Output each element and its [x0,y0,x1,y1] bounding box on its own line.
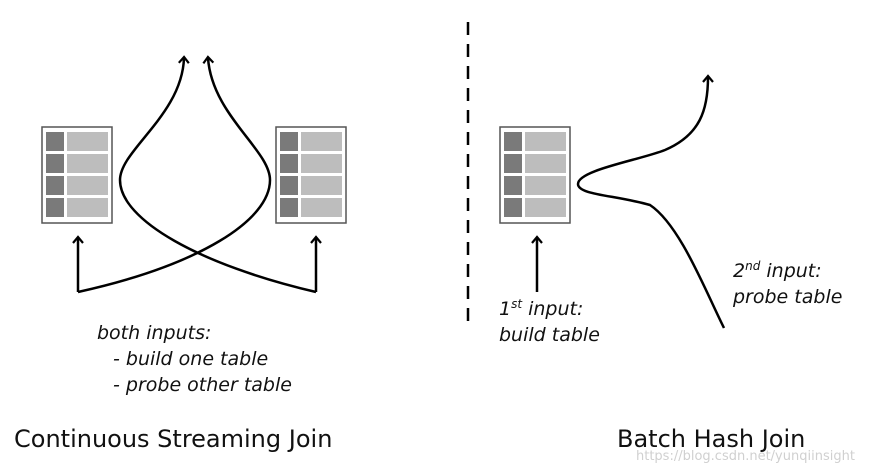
table-value-cell [67,132,108,151]
table-value-cell [301,176,342,195]
table-value-cell [525,198,566,217]
second-input-word: input: [766,260,822,282]
table-value-cell [301,154,342,173]
caption-batch-hash-join: Batch Hash Join [617,425,806,453]
second-input-suffix: nd [745,259,761,273]
stream-curve-left-to-right [77,55,272,294]
table-value-cell [301,198,342,217]
table-value-cell [525,132,566,151]
table-value-cell [67,154,108,173]
table-key-cell [280,154,298,173]
build-one-table-item: - build one table [113,348,269,370]
first-input-label: 1st input: build table [499,296,600,348]
second-input-table: probe table [733,286,843,308]
hash-table-build [499,126,571,224]
table-key-cell [280,176,298,195]
table-value-cell [67,176,108,195]
table-key-cell [504,132,522,151]
first-input-word: input: [528,298,584,320]
table-key-cell [504,154,522,173]
both-inputs-note: both inputs: - build one table - probe o… [97,320,292,398]
first-input-suffix: st [511,297,523,311]
table-value-cell [525,176,566,195]
second-input-label: 2nd input: probe table [733,258,842,310]
first-input-ordinal: 1 [499,298,512,320]
both-inputs-heading: both inputs: [97,322,212,344]
watermark: https://blog.csdn.net/yunqiinsight [636,449,855,464]
table-key-cell [504,198,522,217]
table-key-cell [46,132,64,151]
table-key-cell [280,198,298,217]
table-key-cell [504,176,522,195]
table-key-cell [280,132,298,151]
table-key-cell [46,154,64,173]
table-value-cell [301,132,342,151]
table-key-cell [46,176,64,195]
caption-continuous-streaming-join: Continuous Streaming Join [14,425,333,453]
hash-table-right [275,126,347,224]
probe-stream-curve [576,74,726,329]
table-value-cell [67,198,108,217]
table-key-cell [46,198,64,217]
table-value-cell [525,154,566,173]
second-input-ordinal: 2 [733,260,746,282]
probe-other-table-item: - probe other table [113,374,292,396]
hash-table-left [41,126,113,224]
first-input-table: build table [499,324,600,346]
stream-curve-right-to-left [118,55,317,294]
